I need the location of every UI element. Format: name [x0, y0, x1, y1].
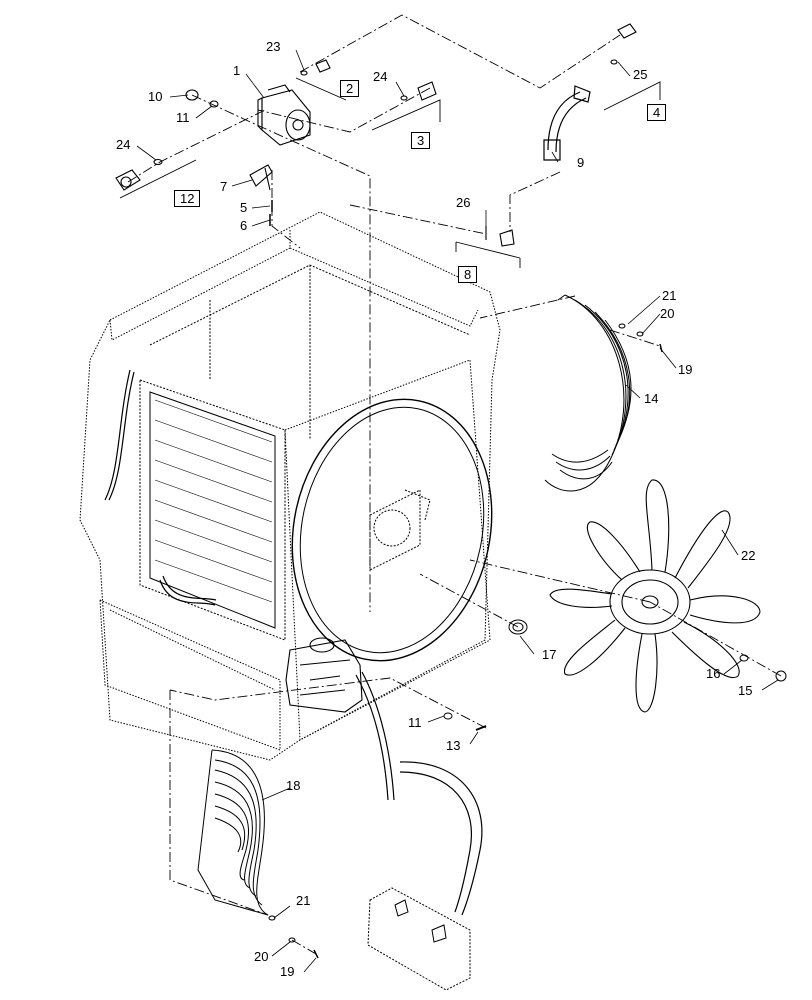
- fan-guard-upper: [544, 294, 632, 492]
- callout-19-upper: 19: [678, 362, 693, 377]
- callout-17: 17: [542, 647, 557, 662]
- callout-8-box: 8: [458, 266, 478, 283]
- callout-24-left: 24: [116, 137, 131, 152]
- callout-16: 16: [706, 666, 721, 681]
- callout-22: 22: [741, 548, 756, 563]
- fan-shroud-ring: [291, 398, 493, 662]
- callout-11-lower: 11: [408, 715, 422, 730]
- callout-26: 26: [456, 195, 471, 210]
- callout-25: 25: [633, 67, 648, 82]
- callout-3-box: 3: [411, 132, 431, 149]
- callout-19-lower: 19: [280, 964, 295, 979]
- callout-1: 1: [233, 63, 241, 78]
- callout-21-upper: 21: [662, 288, 677, 303]
- fan-guard-lower: [197, 749, 269, 916]
- group-brackets: [119, 77, 661, 268]
- mount-bracket-plate: [367, 887, 471, 991]
- callout-20-upper: 20: [660, 306, 675, 321]
- callout-13: 13: [446, 738, 461, 753]
- callout-14: 14: [644, 391, 659, 406]
- leader-lines: [136, 49, 779, 973]
- pump-motor-part: [257, 84, 311, 146]
- nut-washer-parts: [443, 323, 787, 731]
- callout-11-upper: 11: [176, 110, 190, 125]
- callout-10: 10: [148, 89, 163, 104]
- callout-20-lower: 20: [254, 949, 269, 964]
- callout-2-box: 2: [340, 80, 360, 97]
- callout-23: 23: [266, 39, 281, 54]
- callout-7: 7: [220, 179, 228, 194]
- callout-24-upper: 24: [373, 69, 388, 84]
- callout-4-box: 4: [647, 104, 667, 121]
- callout-6: 6: [240, 218, 248, 233]
- grommet-part: [508, 619, 528, 635]
- hose-part: [543, 85, 591, 161]
- overflow-hose: [355, 671, 483, 916]
- fitting-parts: [115, 23, 637, 247]
- callout-21-lower: 21: [296, 893, 311, 908]
- callout-18: 18: [286, 778, 301, 793]
- assembly-centerlines: [127, 14, 782, 955]
- callout-15: 15: [738, 683, 753, 698]
- cooling-fan: [549, 479, 761, 713]
- lower-fasteners: [268, 915, 319, 959]
- radiator-frame: [79, 211, 501, 761]
- callout-5: 5: [240, 200, 248, 215]
- callout-12-box: 12: [174, 190, 201, 207]
- coolant-tank: [285, 637, 363, 713]
- bracket-part: [249, 164, 273, 191]
- callout-9: 9: [577, 155, 585, 170]
